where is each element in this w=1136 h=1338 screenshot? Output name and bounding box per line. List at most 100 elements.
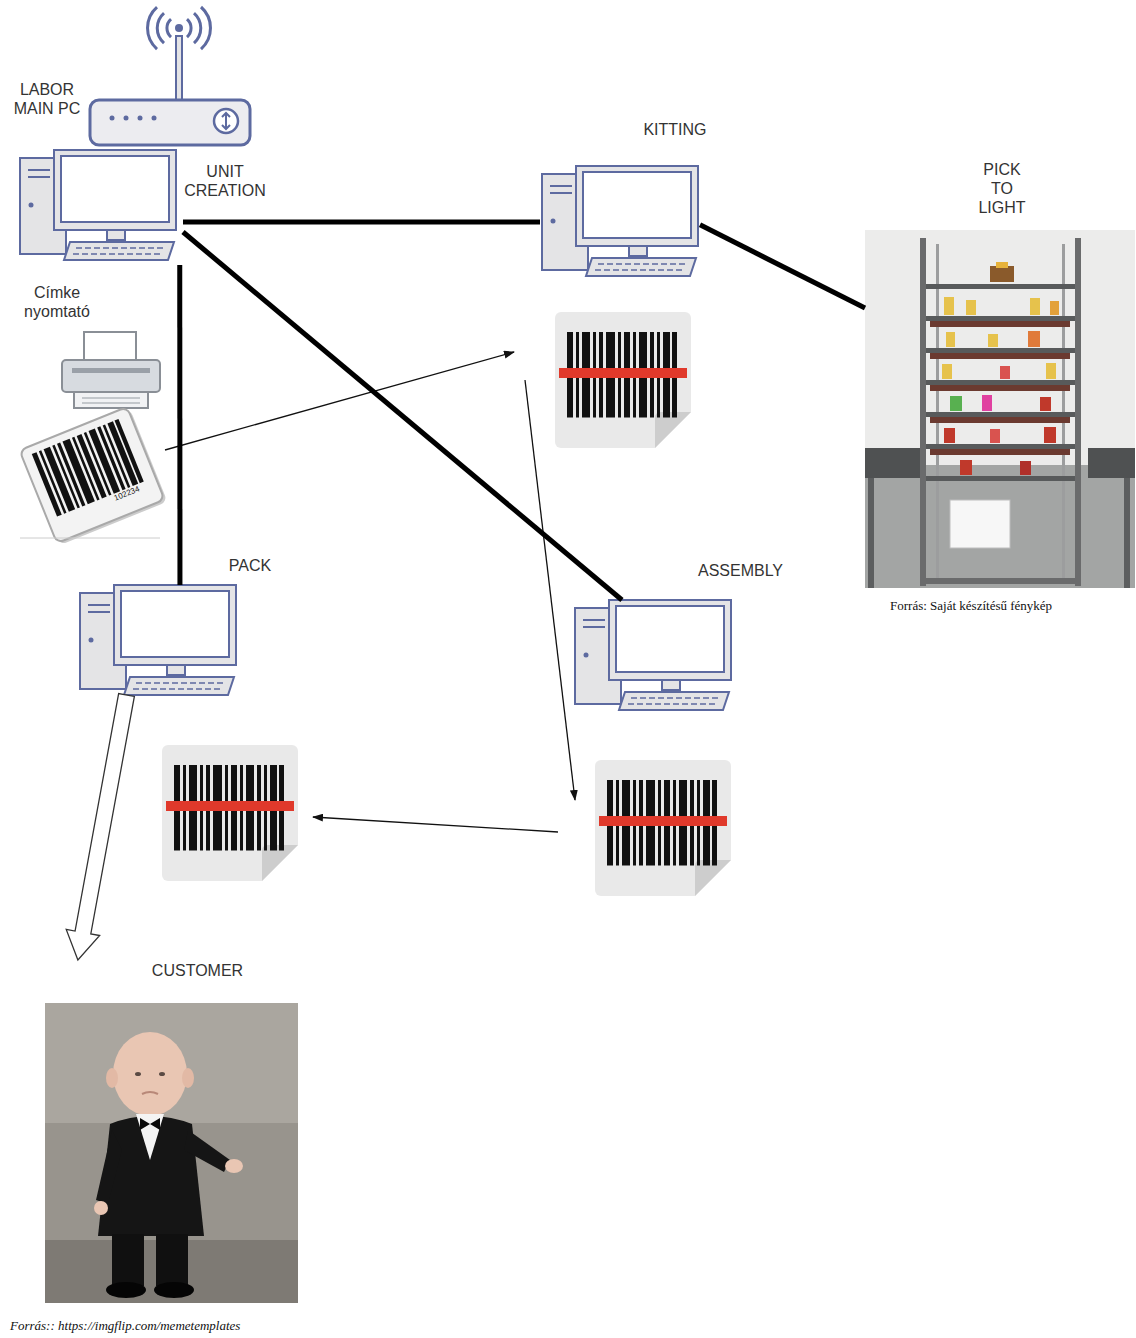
router-icon: [175, 24, 183, 32]
printer-icon: [72, 368, 150, 373]
pick-to-light-photo: [865, 465, 1135, 588]
barcode-scan-icon: [595, 760, 731, 896]
pick-to-light-photo: [865, 448, 923, 478]
pick-to-light-photo: [1044, 427, 1056, 443]
router-icon: [124, 116, 129, 121]
flow-arrow: [66, 694, 134, 960]
pick-to-light-photo: [1046, 363, 1056, 379]
customer-photo: [113, 1032, 187, 1116]
pack-pc-icon: [80, 585, 236, 695]
router-icon: [167, 19, 171, 37]
barcode-number: 102234: [109, 483, 144, 505]
network-link: [177, 265, 182, 585]
router-icon: [110, 116, 115, 121]
pick-to-light-photo: [960, 460, 972, 475]
main-pc-icon: [20, 150, 176, 260]
node-sublabel: UNIT CREATION: [175, 162, 275, 200]
pick-to-light-photo: [1020, 461, 1031, 475]
pick-to-light-photo: [944, 297, 954, 315]
pick-to-light-photo: [930, 321, 1070, 327]
barcode-card: [19, 407, 164, 543]
printer-icon: [82, 402, 140, 404]
customer-photo: [112, 1234, 144, 1286]
pick-to-light-photo: [946, 332, 955, 347]
router-icon: [90, 100, 250, 145]
pick-to-light-photo: [926, 412, 1075, 417]
pick-to-light-photo: [966, 300, 976, 315]
pick-to-light-photo: [996, 262, 1008, 268]
customer-photo: [142, 1092, 158, 1094]
photo-caption: Forrás: Saját készítésű fénykép: [890, 598, 1052, 613]
customer-photo: [96, 1130, 122, 1204]
printer-node: Címke nyomtató: [60, 330, 160, 410]
customer-node: CUSTOMER: [45, 960, 298, 1303]
customer-photo: [154, 1282, 194, 1298]
customer-photo: [156, 1234, 188, 1286]
barcode-flow-arrows: [165, 352, 514, 450]
network-link: [700, 225, 865, 308]
pick-to-light-photo: [920, 238, 926, 586]
pick-to-light-photo: [926, 476, 1075, 481]
pick-to-light-photo: [1050, 301, 1059, 315]
computer-node: ASSEMBLY: [575, 600, 730, 710]
router-icon: [148, 7, 157, 49]
router-icon: [90, 7, 250, 145]
assembly-pc-icon: [575, 600, 731, 710]
customer-photo: [135, 1072, 141, 1076]
pick-to-light-photo: [926, 380, 1075, 385]
pick-to-light-node: PICK TO LIGHT: [865, 230, 1135, 588]
pick-to-light-photo: [930, 449, 1070, 455]
router-icon: [176, 36, 182, 102]
router-icon: [138, 116, 143, 121]
pick-to-light-photo: [990, 429, 1000, 443]
node-label: Címke nyomtató: [18, 283, 96, 321]
customer-photo: [182, 1068, 194, 1088]
barcode-scan-icon: [162, 745, 298, 881]
customer-photo: [184, 1130, 230, 1172]
pick-to-light-photo: [926, 284, 1075, 289]
customer-photo: [45, 1003, 298, 1123]
barcode-scan-icon: [555, 312, 691, 448]
pick-to-light-photo: [1000, 366, 1010, 379]
pick-to-light-photo: [865, 230, 1135, 588]
pick-to-light-photo: [944, 428, 955, 443]
router-icon: [152, 116, 157, 121]
customer-photo: [225, 1159, 243, 1173]
printer-icon: [62, 360, 160, 392]
pick-to-light-photo: [1030, 298, 1040, 315]
router-icon: [214, 109, 238, 133]
pick-to-light-photo: [988, 334, 998, 347]
customer-photo: [45, 1003, 298, 1303]
customer-photo: [136, 1114, 164, 1160]
pick-to-light-photo: [950, 396, 962, 411]
computer-node: PACK: [80, 585, 235, 695]
router-icon: [201, 7, 210, 49]
pick-to-light-photo: [1040, 397, 1051, 411]
customer-photo: [159, 1072, 165, 1076]
pick-to-light-photo: [930, 417, 1070, 423]
pick-to-light-photo: [865, 230, 1135, 588]
network-link: [183, 219, 540, 224]
node-label: KITTING: [615, 120, 735, 139]
computer-node: KITTING: [540, 165, 700, 280]
pick-to-light-photo: [1028, 331, 1040, 347]
pick-to-light-photo: [865, 230, 1135, 465]
pick-to-light-photo: [1088, 448, 1135, 478]
card-shadow-line: [20, 538, 160, 539]
pick-to-light-photo: [930, 353, 1070, 359]
pick-to-light-photo: [990, 266, 1014, 282]
customer-photo: [106, 1282, 146, 1298]
pick-to-light-photo: [950, 500, 1010, 548]
pick-to-light-photo: [926, 444, 1075, 449]
printer-icon: [62, 332, 160, 408]
barcode-flow-arrows: [525, 380, 575, 800]
pick-to-light-photo: [926, 578, 1075, 584]
router-icon: [222, 113, 230, 129]
printer-icon: [84, 332, 136, 362]
network-link: [183, 232, 622, 600]
node-label: LABOR MAIN PC: [12, 80, 82, 118]
